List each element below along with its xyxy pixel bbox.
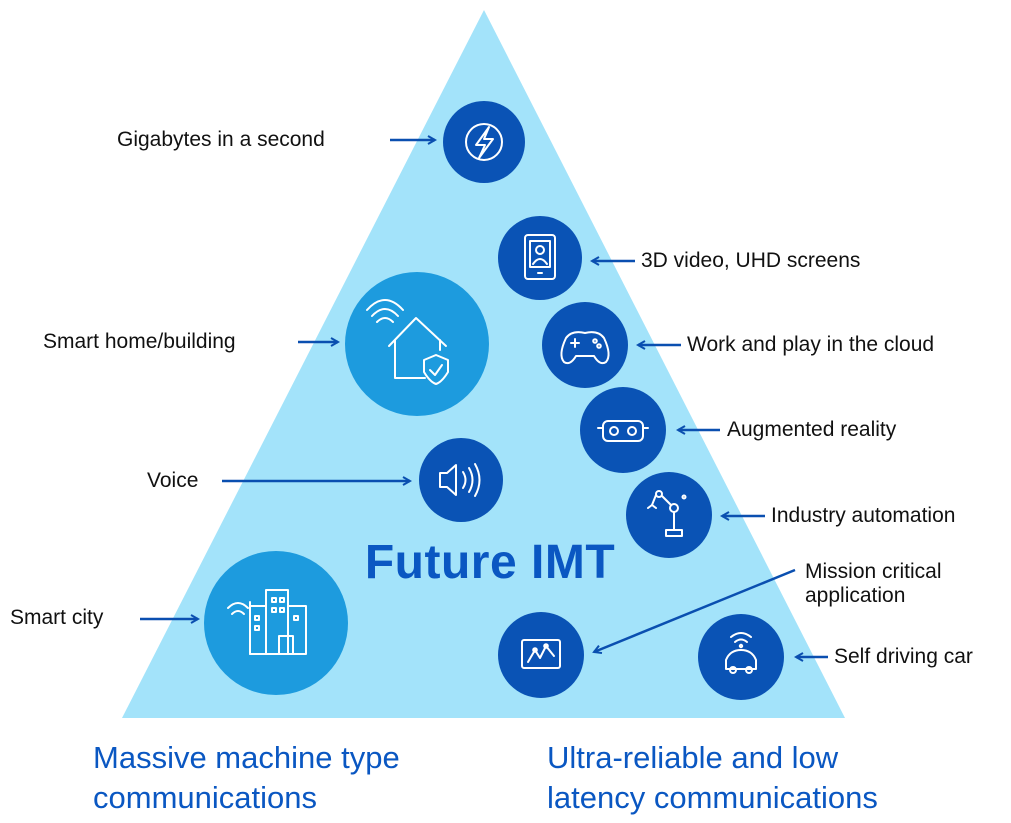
- lightning-bolt-icon: [465, 123, 503, 161]
- speaker-icon: [439, 463, 481, 497]
- bottom-right-title-line2: latency communications: [547, 780, 878, 815]
- smart-home-circle: [345, 272, 489, 416]
- bottom-left-title-line1: Massive machine type: [93, 740, 400, 775]
- augmented-circle: [580, 387, 666, 473]
- label-augmented: Augmented reality: [727, 418, 897, 441]
- label-mission-line1: Mission critical: [805, 560, 942, 583]
- voice-circle: [419, 438, 503, 522]
- label-3d-video: 3D video, UHD screens: [641, 249, 861, 272]
- bottom-right-title: Ultra-reliable and low latency communica…: [547, 738, 878, 818]
- chart-screen-icon: [521, 639, 561, 669]
- vr-headset-icon: [597, 420, 649, 442]
- label-smart-city: Smart city: [10, 606, 104, 629]
- bottom-left-title-line2: communications: [93, 780, 317, 815]
- robot-arm-icon: [647, 490, 687, 537]
- tablet-person-icon: [524, 234, 556, 280]
- gigabytes-circle: [443, 101, 525, 183]
- label-gigabytes: Gigabytes in a second: [117, 128, 325, 151]
- smart-city-icon: [227, 589, 307, 655]
- label-voice: Voice: [147, 469, 199, 492]
- gamepad-icon: [560, 331, 610, 365]
- connected-car-icon: [725, 632, 757, 674]
- bottom-right-title-line1: Ultra-reliable and low: [547, 740, 839, 775]
- work-play-circle: [542, 302, 628, 388]
- smart-city-circle: [204, 551, 348, 695]
- label-industry: Industry automation: [771, 504, 956, 527]
- label-self-driving: Self driving car: [834, 645, 973, 668]
- smart-home-icon: [366, 299, 449, 385]
- bottom-left-title: Massive machine type communications: [93, 738, 400, 818]
- center-title: Future IMT: [364, 536, 616, 589]
- label-mission-line2: application: [805, 584, 906, 607]
- industry-circle: [626, 472, 712, 558]
- label-smart-home: Smart home/building: [43, 330, 236, 353]
- arrow-mission: [594, 568, 796, 652]
- self-driving-circle: [698, 614, 784, 700]
- label-work-play: Work and play in the cloud: [687, 333, 935, 356]
